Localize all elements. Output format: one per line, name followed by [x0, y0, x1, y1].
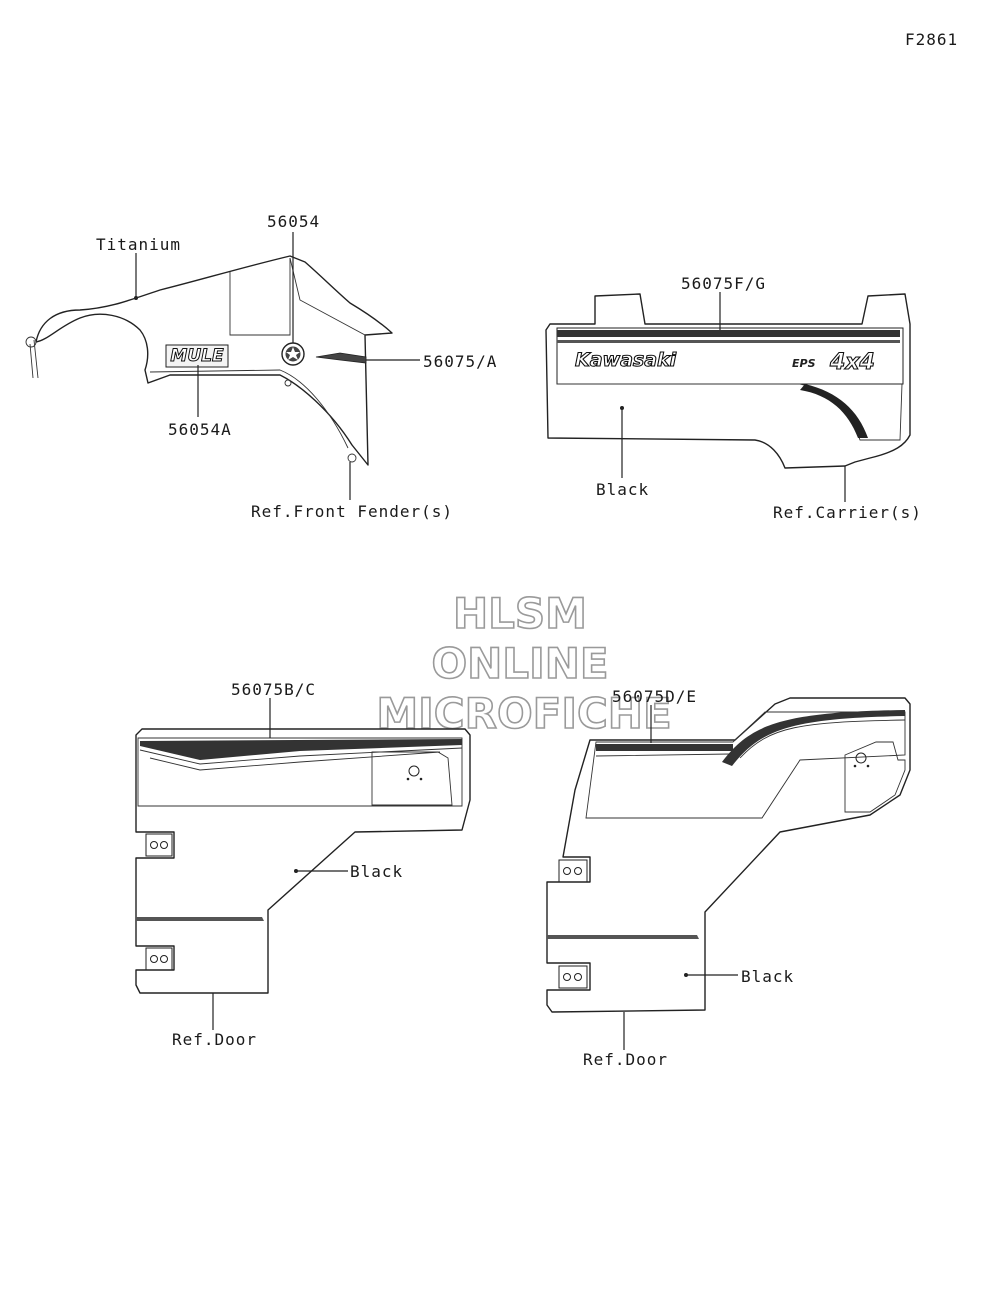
door-right-trim-line — [547, 935, 699, 939]
door-left-lock-icon — [406, 765, 423, 781]
door-right-window-panel — [585, 711, 906, 819]
leader-dot — [620, 406, 624, 410]
door-right-stripe-1 — [596, 744, 733, 751]
door-left-stripe-1 — [140, 739, 462, 760]
side-stripe-decal — [315, 352, 367, 364]
mule-decal-text: MULE — [170, 346, 224, 366]
door-right-hinge-top — [558, 859, 588, 883]
watermark: HLSM ONLINE MICROFICHE — [376, 588, 673, 739]
door-left-hinge-bottom — [145, 947, 173, 971]
front-fender-assembly: MULE Titanium 56054 56075/A 56054A Ref.F… — [25, 212, 497, 521]
carrier-stripe-2 — [557, 340, 900, 343]
label-door-left-black: Black — [350, 862, 403, 881]
fender-mount-hole — [284, 379, 292, 387]
watermark-line-3: MICROFICHE — [376, 689, 671, 738]
label-ref-carrier: Ref.Carrier(s) — [773, 503, 922, 522]
leader-dot — [684, 973, 688, 977]
label-door-right-black: Black — [741, 967, 794, 986]
fender-top-panel — [229, 258, 291, 336]
label-part-56054a: 56054A — [168, 420, 232, 439]
door-right-latch-panel — [844, 741, 906, 813]
door-left-trim-line — [136, 917, 264, 921]
door-left-hinge-top — [145, 833, 173, 857]
watermark-line-1: HLSM — [453, 589, 587, 638]
label-part-56075fg: 56075F/G — [681, 274, 766, 293]
kawasaki-logo-text: Kawasaki — [575, 349, 677, 371]
door-right-stripe-3 — [595, 719, 906, 759]
star-emblem-icon — [281, 342, 305, 366]
fender-stem — [29, 339, 39, 379]
fender-fold — [289, 257, 366, 336]
front-fender-outline — [35, 255, 393, 466]
label-part-56054: 56054 — [267, 212, 320, 231]
label-ref-door-right: Ref.Door — [583, 1050, 668, 1069]
mule-decal: MULE — [165, 344, 229, 368]
label-carrier-black: Black — [596, 480, 649, 499]
leader-dot — [294, 869, 298, 873]
door-right-lock-icon — [853, 752, 870, 768]
door-right-hinge-bottom — [558, 965, 588, 989]
fender-bolt-hole — [347, 453, 357, 463]
watermark-line-2: ONLINE — [431, 639, 608, 688]
eps-badge-text: EPS — [792, 357, 816, 370]
fender-inner-line — [149, 369, 349, 449]
carrier-outline — [545, 293, 911, 469]
label-titanium: Titanium — [96, 235, 181, 254]
door-right-assembly: 56075D/E Black Ref.Door — [546, 687, 911, 1069]
label-part-56075a: 56075/A — [423, 352, 497, 371]
label-part-56075bc: 56075B/C — [231, 680, 316, 699]
fender-clip — [25, 336, 37, 348]
4x4-badge-text: 4x4 — [829, 350, 875, 375]
label-ref-door-left: Ref.Door — [172, 1030, 257, 1049]
label-part-56075de: 56075D/E — [612, 687, 697, 706]
door-right-stripe-2 — [722, 710, 905, 766]
door-left-assembly: 56075B/C Black Ref.Door — [135, 680, 471, 1049]
label-ref-front-fender: Ref.Front Fender(s) — [251, 502, 453, 521]
carrier-stripe-1 — [557, 330, 900, 337]
door-left-latch-panel — [371, 751, 453, 806]
leader-dot — [134, 296, 138, 300]
door-right-outline — [546, 697, 911, 1013]
figure-id: F2861 — [905, 30, 958, 49]
door-left-outline — [135, 728, 471, 994]
carrier-assembly: Kawasaki EPS 4x4 56075F/G Black Ref.Carr… — [545, 274, 922, 522]
door-left-window-panel — [137, 737, 463, 807]
carrier-swoosh — [800, 384, 868, 438]
